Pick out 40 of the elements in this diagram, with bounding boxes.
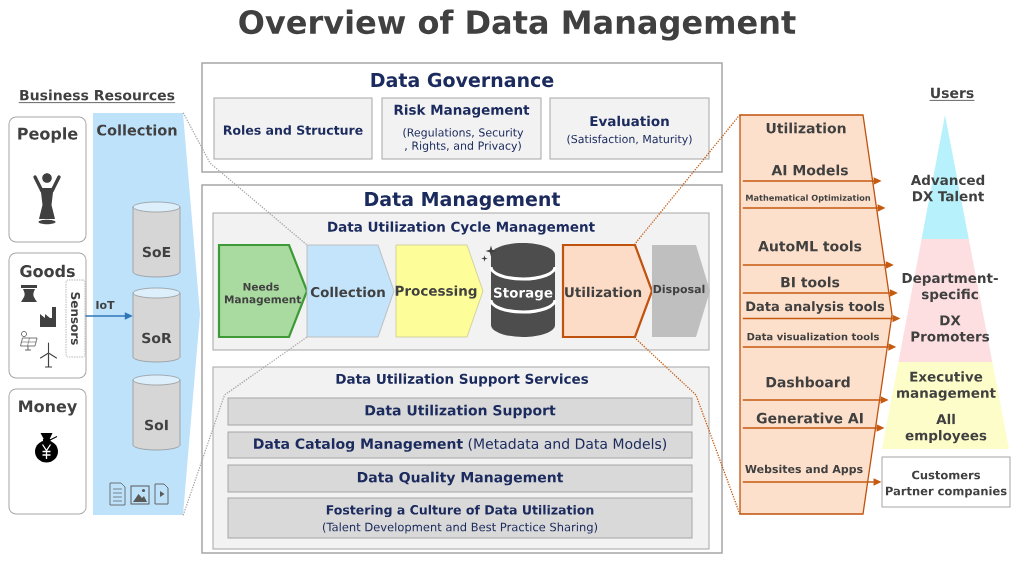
process-step: Collection	[306, 244, 395, 338]
edge-label: BI tools	[781, 276, 840, 288]
edge-label: AutoML tools	[758, 240, 862, 252]
database-cylinder: Storage	[489, 243, 557, 337]
edge-label: Websites and Apps	[745, 464, 863, 476]
edge-label: Generative AI	[756, 412, 863, 424]
pyramid-tier: Executive management All employees	[882, 362, 1009, 449]
process-step: Processing	[395, 244, 484, 338]
database-cylinder: SoI	[132, 374, 181, 451]
edge-label: AI Models	[771, 164, 848, 176]
edge-label: Dashboard	[766, 376, 850, 388]
pyramid-tier: Department-specific DX Promoters	[898, 239, 998, 362]
process-step: Disposal	[652, 245, 710, 337]
item-box: Risk Management (Regulations, Security , Rights, and Privacy)	[381, 97, 542, 160]
resource-card: People	[8, 116, 87, 243]
service-bar: Data Utilization Support	[227, 397, 693, 426]
dotted-line	[633, 336, 741, 515]
dotted-line	[633, 114, 741, 246]
user-box: Customers Partner companies	[881, 456, 1011, 508]
database-cylinder: SoE	[132, 201, 181, 278]
edge-label: Data analysis tools	[746, 301, 885, 314]
service-bar: Data Quality Management	[227, 464, 693, 493]
resource-card: Money	[8, 388, 87, 515]
process-step: Utilization	[561, 243, 654, 339]
title: Overview of Data Management	[239, 9, 796, 41]
edge-label: Mathematical Optimization	[746, 194, 871, 203]
heading: Business Resources	[18, 89, 176, 104]
dotted-line	[182, 112, 308, 246]
heading: Users	[929, 87, 975, 101]
item-box: Roles and Structure	[213, 97, 373, 160]
pyramid-tier: Advanced DX Talent	[910, 115, 985, 239]
item-box: Evaluation (Satisfaction, Maturity)	[549, 97, 710, 160]
database-cylinder: SoR	[132, 287, 181, 363]
edge-label: Data visualization tools	[747, 332, 879, 341]
service-bar: Data Catalog Management (Metadata and Data Models)	[227, 431, 693, 459]
process-step: Needs Management	[217, 243, 309, 339]
dotted-line	[182, 336, 308, 516]
edge-label: IoT	[96, 300, 115, 310]
sensor-box: Sensors	[65, 279, 86, 358]
service-bar: Fostering a Culture of Data Utilization (Talent Development and Best Practice Sharing)	[227, 497, 693, 539]
